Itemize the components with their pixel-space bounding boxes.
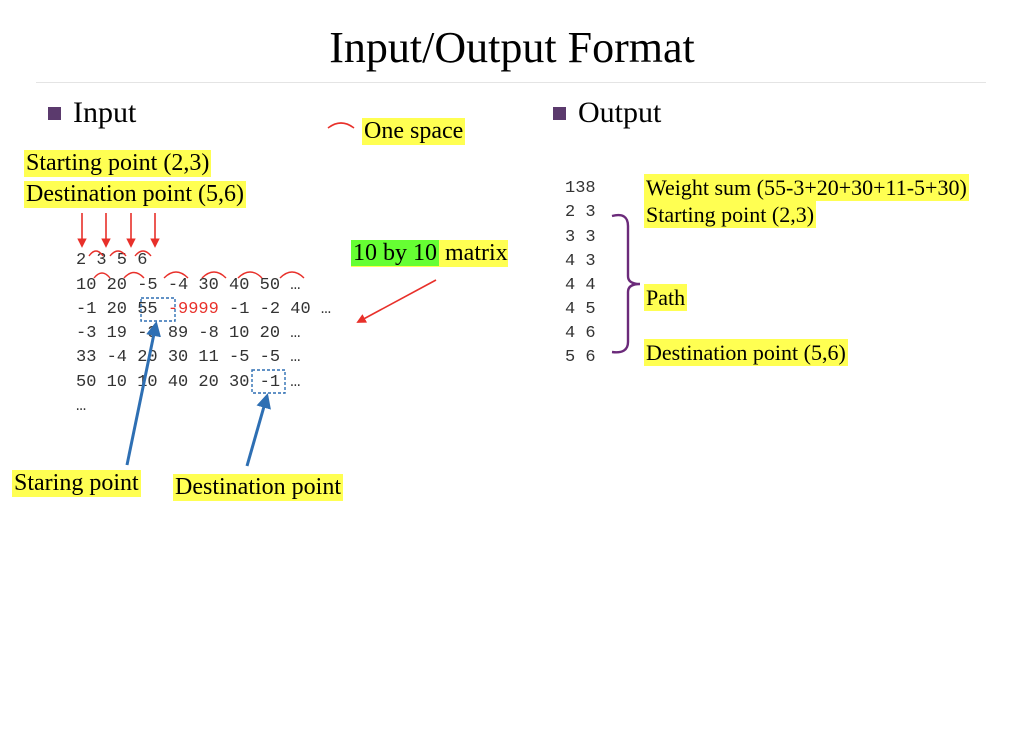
space-arc-icon	[123, 271, 145, 279]
space-arc-icon	[134, 250, 152, 257]
input-line-4: 33 -4 20 30 11 -5 -5 …	[76, 348, 301, 367]
matrix-size-highlight: 10 by 10	[351, 240, 439, 266]
start-arrow-icon	[125, 321, 161, 466]
dest-cell-box	[251, 369, 286, 394]
matrix-arrow-icon	[356, 279, 437, 323]
input-line-2-part-a: -1 20 55	[76, 300, 168, 319]
one-space-arc-icon	[327, 122, 355, 129]
title-divider	[36, 82, 986, 83]
output-line-3: 4 3	[565, 252, 596, 271]
square-bullet-icon	[553, 106, 566, 120]
output-line-6: 4 6	[565, 324, 596, 343]
space-arc-icon	[93, 272, 111, 279]
input-heading: Input	[48, 96, 136, 130]
input-line-5: 50 10 10 40 20 30 -1 …	[76, 373, 301, 392]
start-cell-box	[140, 297, 176, 322]
input-dest-label: Destination point (5,6)	[24, 181, 246, 208]
input-heading-text: Input	[73, 96, 137, 129]
path-bracket-icon	[611, 213, 641, 354]
blocked-cell-value: -9999	[167, 300, 219, 319]
input-line-6: …	[76, 397, 87, 416]
input-start-label: Starting point (2,3)	[24, 150, 212, 177]
space-arc-icon	[109, 250, 127, 257]
output-line-7: 5 6	[565, 348, 596, 367]
path-label: Path	[644, 284, 688, 311]
square-bullet-icon	[48, 106, 61, 120]
weight-sum-label: Weight sum (55-3+20+30+11-5+30)	[644, 174, 969, 201]
space-arc-icon	[237, 271, 263, 279]
output-heading-text: Output	[578, 96, 662, 129]
output-line-5: 4 5	[565, 300, 596, 319]
output-start-label: Starting point (2,3)	[644, 201, 817, 228]
space-arc-icon	[163, 271, 189, 279]
dest-arrow-icon	[245, 393, 271, 467]
matrix-size-label: 10 by 10 matrix	[351, 240, 508, 267]
output-dest-label: Destination point (5,6)	[644, 339, 848, 366]
matrix-size-rest: matrix	[439, 240, 508, 266]
output-line-2: 3 3	[565, 228, 596, 247]
staring-point-label: Staring point	[12, 470, 141, 497]
input-line-2-part-c: -1 -2 40 …	[218, 300, 332, 319]
destination-point-label: Destination point	[173, 474, 343, 501]
input-line-2: -1 20 55 -9999 -1 -2 40 …	[76, 298, 331, 322]
space-arc-icon	[279, 271, 305, 279]
one-space-label: One space	[362, 118, 466, 145]
input-line-0: 2 3 5 6	[76, 251, 148, 270]
input-line-1: 10 20 -5 -4 30 40 50 …	[76, 276, 301, 295]
input-line-3: -3 19 -3 89 -8 10 20 …	[76, 324, 301, 343]
slide-title: Input/Output Format	[329, 23, 695, 72]
output-line-4: 4 4	[565, 276, 596, 295]
output-heading: Output	[553, 96, 661, 130]
space-arc-icon	[88, 250, 104, 257]
space-arc-icon	[201, 271, 227, 279]
output-line-0: 138	[565, 179, 596, 198]
output-line-1: 2 3	[565, 203, 596, 222]
